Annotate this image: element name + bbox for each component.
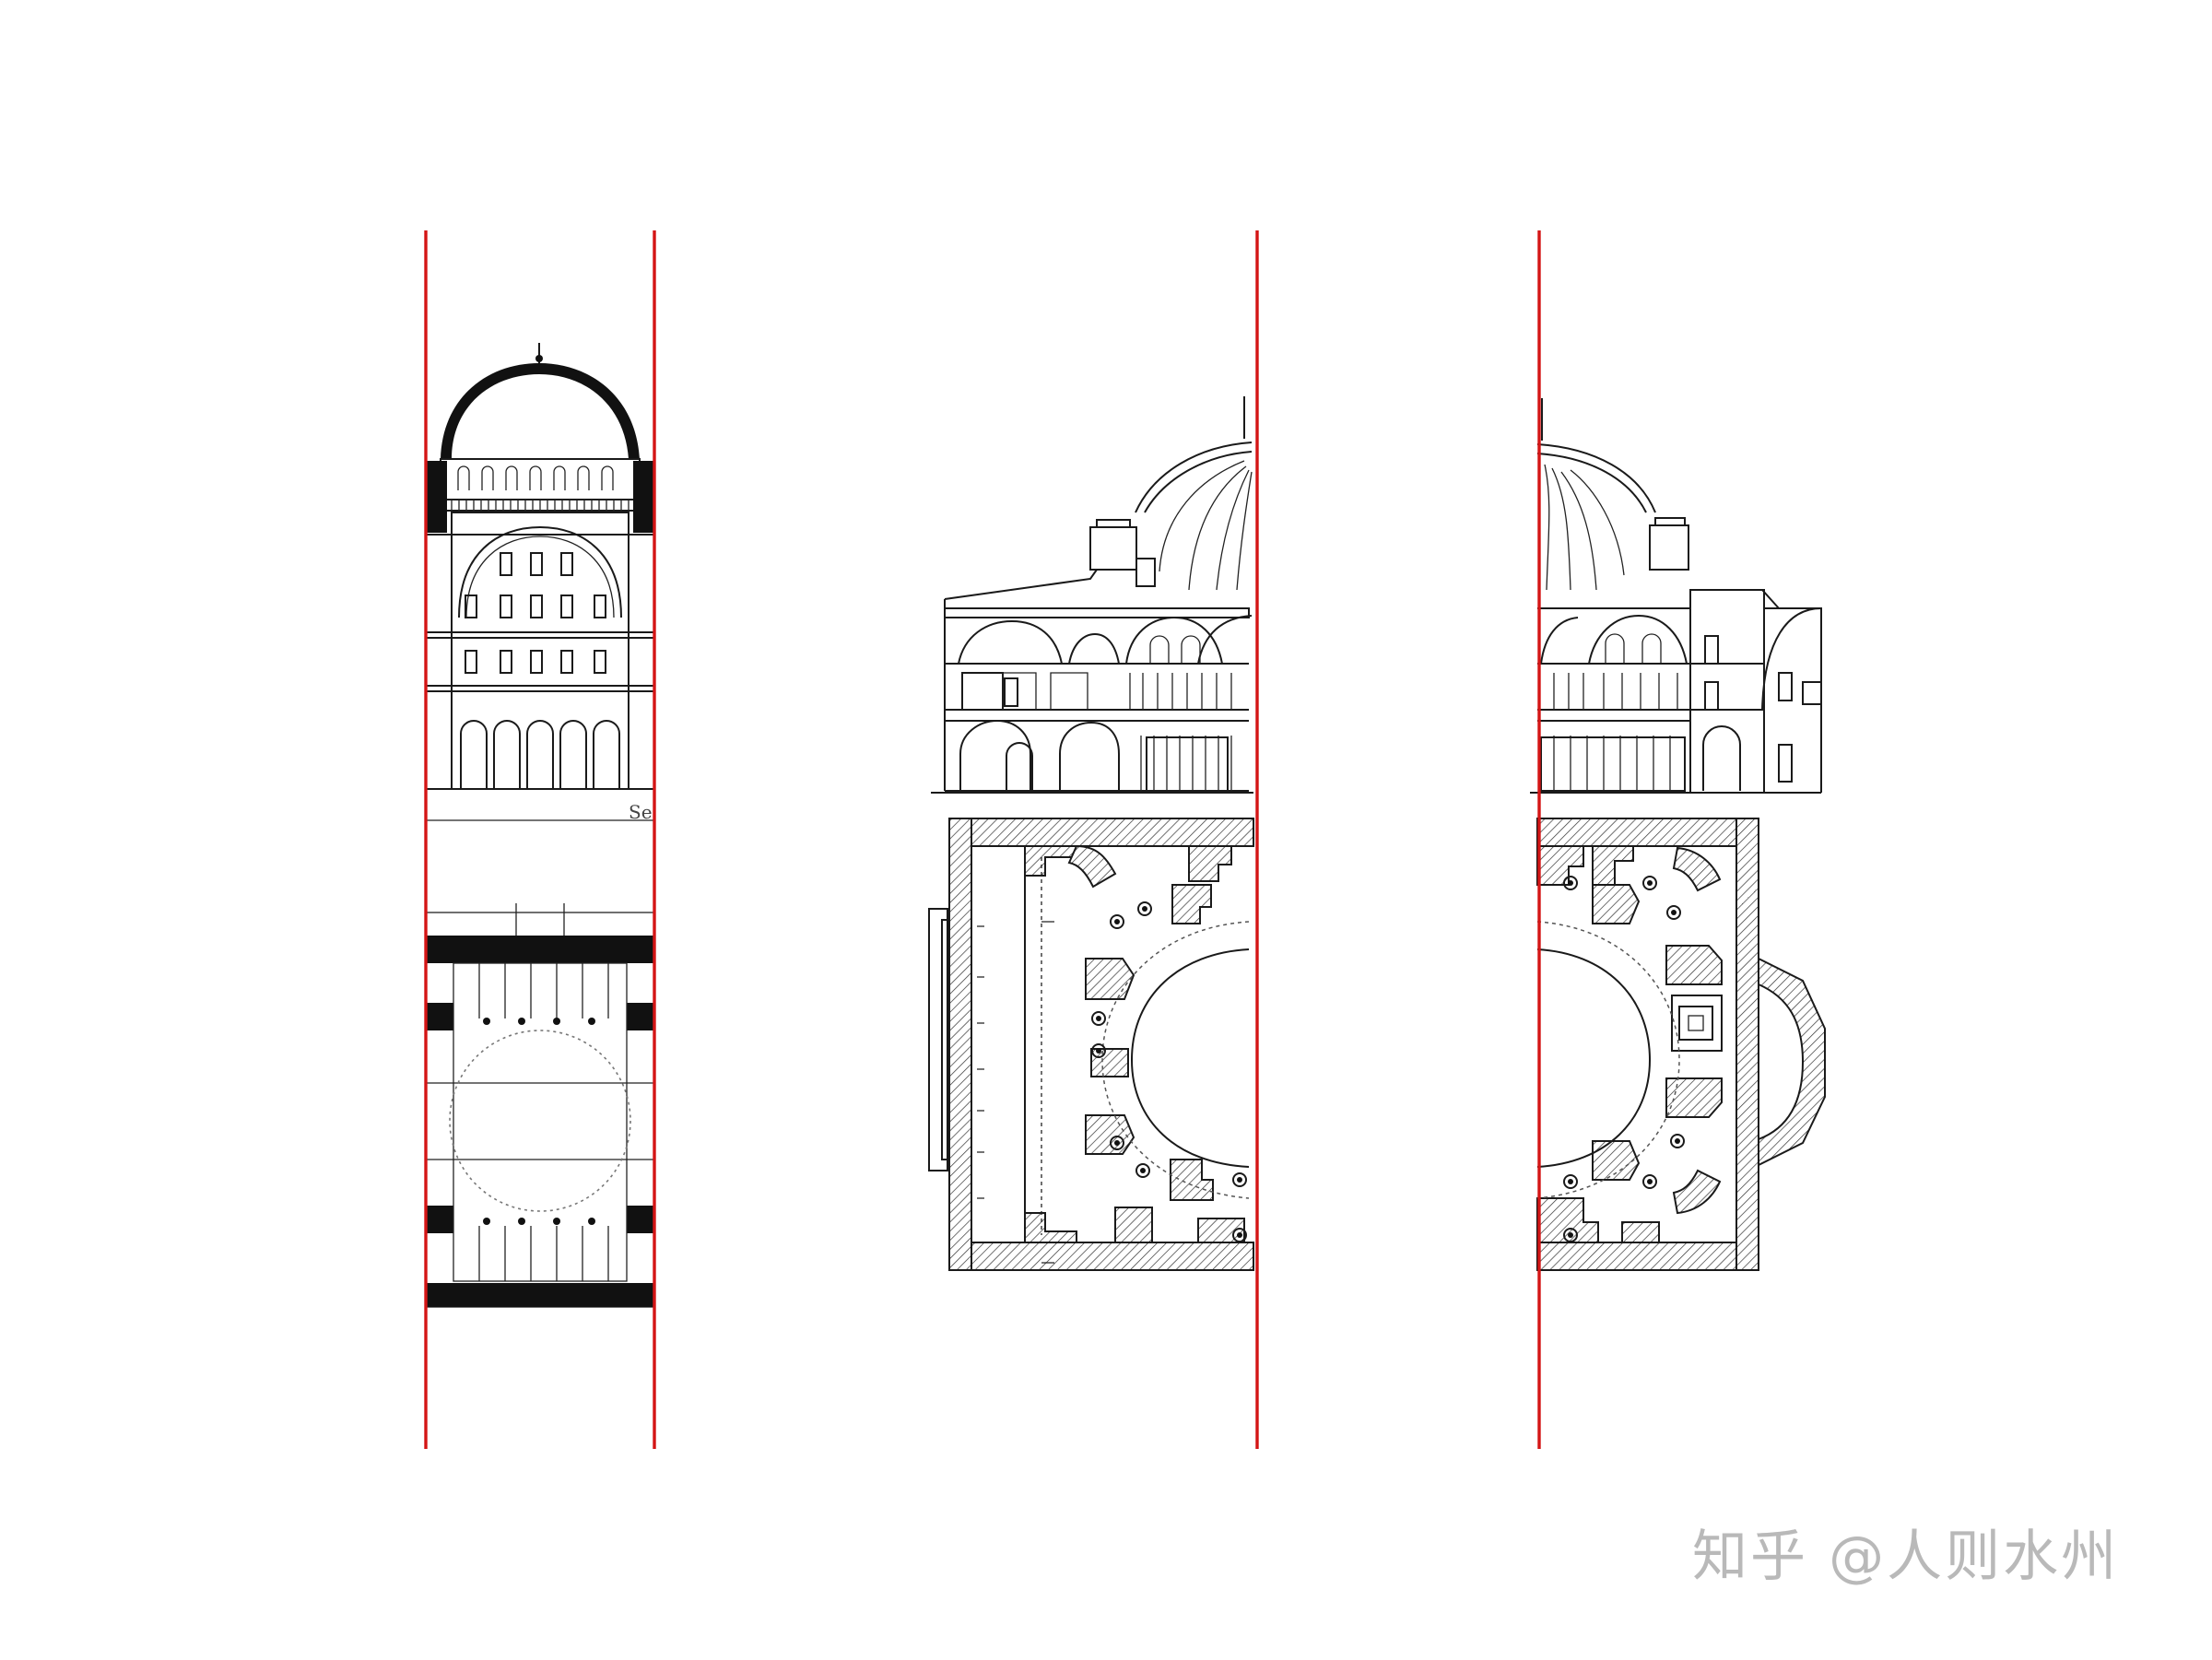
drawing-1-plan [425, 903, 655, 1308]
drawing-2 [928, 396, 1254, 1271]
drawing-2-plan [928, 818, 1254, 1271]
cut-lines [424, 230, 1541, 1449]
watermark: 知乎 @人则水州 [1692, 1525, 2120, 1589]
arcade [460, 720, 620, 789]
drawing-3-section [1530, 398, 1822, 794]
drawing-3-plan [1536, 818, 1826, 1271]
drum-windows [457, 465, 614, 490]
drawing-3 [1530, 398, 1826, 1271]
drawing-1-section: Se [425, 343, 655, 823]
drawing-1: Se [425, 343, 655, 1308]
drawing-2-section [931, 396, 1253, 794]
cut-text: Se [629, 801, 653, 823]
window-grid [465, 552, 606, 674]
